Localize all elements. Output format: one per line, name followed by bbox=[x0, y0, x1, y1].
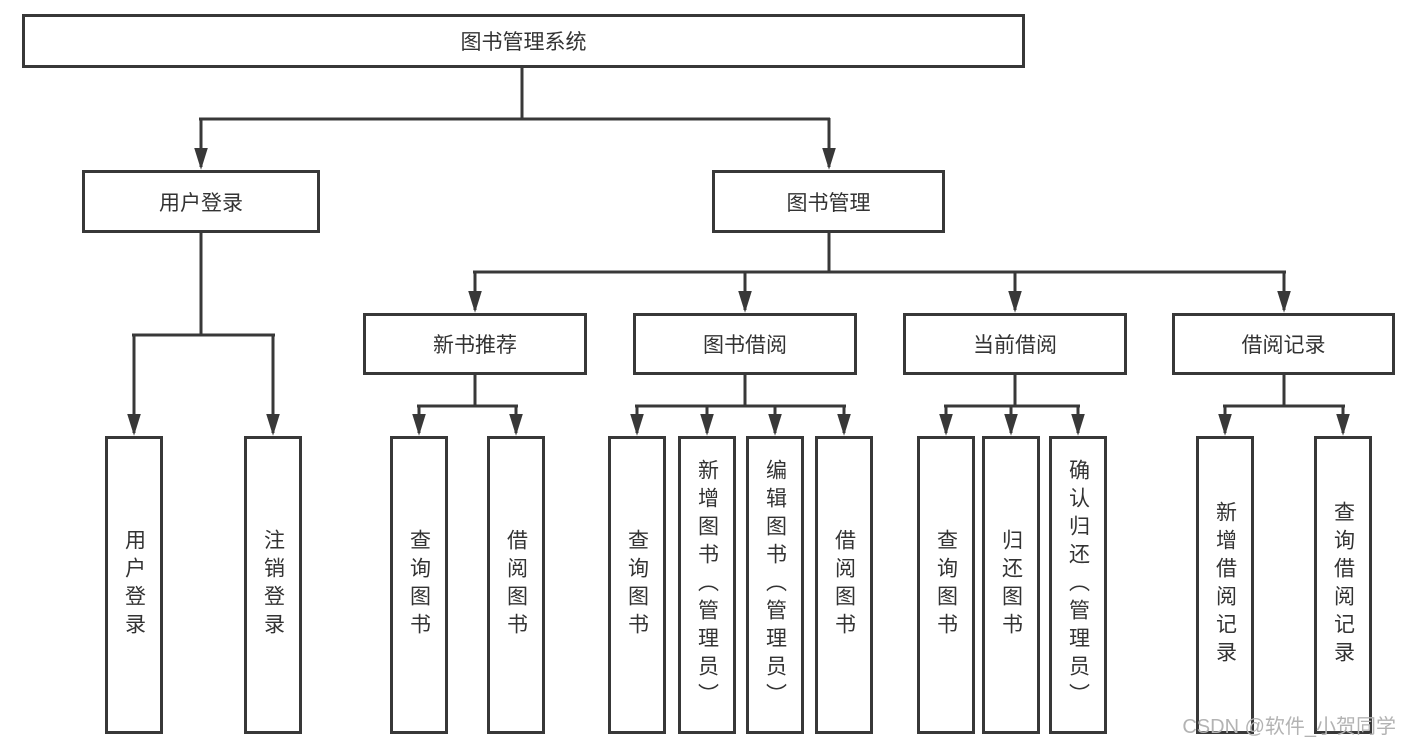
node-leaf-nbr-query-books: 查询图书 bbox=[390, 436, 448, 734]
node-leaf-bb-edit-books-admin: 编辑图书（管理员） bbox=[746, 436, 804, 734]
node-leaf-br-query-record: 查询借阅记录 bbox=[1314, 436, 1372, 734]
node-leaf-login: 用户登录 bbox=[105, 436, 163, 734]
node-leaf-br-add-record-label: 新增借阅记录 bbox=[1213, 501, 1237, 669]
node-borrowing-records-label: 借阅记录 bbox=[1241, 334, 1326, 357]
node-current-borrowing: 当前借阅 bbox=[903, 313, 1127, 375]
node-leaf-br-add-record: 新增借阅记录 bbox=[1196, 436, 1254, 734]
node-book-management: 图书管理 bbox=[712, 170, 945, 233]
node-leaf-bb-borrow-books-label: 借阅图书 bbox=[832, 529, 856, 641]
node-book-borrowing: 图书借阅 bbox=[633, 313, 857, 375]
node-leaf-bb-query-books-label: 查询图书 bbox=[625, 529, 649, 641]
node-leaf-cb-query-books-label: 查询图书 bbox=[934, 529, 958, 641]
node-leaf-bb-edit-books-admin-label: 编辑图书（管理员） bbox=[763, 459, 787, 711]
node-leaf-nbr-borrow-books-label: 借阅图书 bbox=[504, 529, 528, 641]
node-leaf-nbr-query-books-label: 查询图书 bbox=[407, 529, 431, 641]
node-leaf-cb-return-books: 归还图书 bbox=[982, 436, 1040, 734]
node-user-login-label: 用户登录 bbox=[159, 191, 243, 215]
node-leaf-cb-query-books: 查询图书 bbox=[917, 436, 975, 734]
node-new-book-recommendation: 新书推荐 bbox=[363, 313, 587, 375]
node-leaf-bb-query-books: 查询图书 bbox=[608, 436, 666, 734]
node-leaf-bb-add-books-admin-label: 新增图书（管理员） bbox=[695, 459, 719, 711]
node-book-borrowing-label: 图书借阅 bbox=[703, 334, 787, 357]
csdn-watermark: CSDN @软件_小贺同学 bbox=[1182, 716, 1396, 738]
node-leaf-logout: 注销登录 bbox=[244, 436, 302, 734]
node-leaf-logout-label: 注销登录 bbox=[261, 529, 285, 641]
node-root-label: 图书管理系统 bbox=[460, 31, 587, 54]
node-leaf-bb-borrow-books: 借阅图书 bbox=[815, 436, 873, 734]
node-leaf-cb-return-books-label: 归还图书 bbox=[999, 529, 1023, 641]
node-current-borrowing-label: 当前借阅 bbox=[973, 334, 1057, 357]
node-book-management-label: 图书管理 bbox=[786, 191, 871, 215]
node-leaf-login-label: 用户登录 bbox=[122, 529, 146, 641]
node-leaf-nbr-borrow-books: 借阅图书 bbox=[487, 436, 545, 734]
node-root: 图书管理系统 bbox=[22, 14, 1025, 68]
node-leaf-cb-confirm-return-admin: 确认归还（管理员） bbox=[1049, 436, 1107, 734]
node-leaf-br-query-record-label: 查询借阅记录 bbox=[1331, 501, 1355, 669]
node-leaf-bb-add-books-admin: 新增图书（管理员） bbox=[678, 436, 736, 734]
node-new-book-recommendation-label: 新书推荐 bbox=[433, 334, 517, 357]
node-user-login: 用户登录 bbox=[82, 170, 320, 233]
node-borrowing-records: 借阅记录 bbox=[1172, 313, 1395, 375]
node-leaf-cb-confirm-return-admin-label: 确认归还（管理员） bbox=[1066, 459, 1090, 711]
